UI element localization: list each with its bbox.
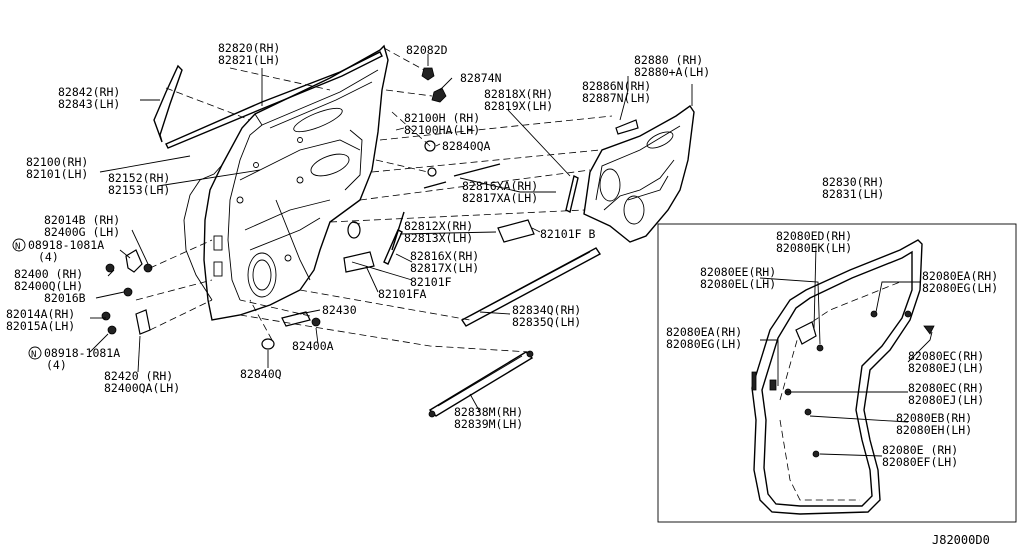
label-82821: 82821(LH) <box>218 53 280 67</box>
label-4b: (4) <box>46 358 67 372</box>
label-82840QA: 82840QA <box>442 139 491 153</box>
label-82831: 82831(LH) <box>822 187 884 201</box>
svg-text:N: N <box>31 350 36 360</box>
weatherstrips <box>428 247 602 418</box>
svg-text:N: N <box>15 242 20 252</box>
label-82100: 82100(RH) <box>26 155 88 169</box>
label-82080EB: 82080EB(RH) <box>896 411 972 425</box>
label-82080EF: 82080EF(LH) <box>882 455 958 469</box>
label-82080EC1: 82080EC(RH) <box>908 349 984 363</box>
label-82080E: 82080E (RH) <box>882 443 958 457</box>
label-82101FA: 82101FA <box>378 287 427 301</box>
hinge-and-stop-parts <box>101 249 321 350</box>
guide-lines <box>135 47 613 353</box>
label-82080EA2: 82080EA(RH) <box>666 325 742 339</box>
label-82817XA: 82817XA(LH) <box>462 191 538 205</box>
n-marker-2: N <box>28 346 42 360</box>
label-08918b: 08918-1081A <box>44 346 120 360</box>
label-82839M: 82839M(LH) <box>454 417 523 431</box>
label-82080EG2: 82080EG(LH) <box>666 337 742 351</box>
label-82100H: 82100H (RH) <box>404 111 480 125</box>
label-82816XA: 82816XA(RH) <box>462 179 538 193</box>
label-82014A: 82014A(RH) <box>6 307 75 321</box>
label-82080ED: 82080ED(RH) <box>776 229 852 243</box>
label-82842: 82842(RH) <box>58 85 120 99</box>
label-82080EG1: 82080EG(LH) <box>922 281 998 295</box>
diagram-id: J82000D0 <box>932 533 990 547</box>
label-82420: 82420 (RH) <box>104 369 173 383</box>
label-82080EL: 82080EL(LH) <box>700 277 776 291</box>
label-82080EJ1: 82080EJ(LH) <box>908 361 984 375</box>
label-82843: 82843(LH) <box>58 97 120 111</box>
label-82101F: 82101F <box>410 275 452 289</box>
label-82082D: 82082D <box>406 43 448 57</box>
label-82014B: 82014B (RH) <box>44 213 120 227</box>
label-82840Q: 82840Q <box>240 367 282 381</box>
label-82816X: 82816X(RH) <box>410 249 479 263</box>
label-82080EC2: 82080EC(RH) <box>908 381 984 395</box>
label-82813X: 82813X(LH) <box>404 231 473 245</box>
label-82835Q: 82835Q(LH) <box>512 315 581 329</box>
label-82153: 82153(LH) <box>108 183 170 197</box>
sash-moulding <box>153 51 383 149</box>
label-82817X: 82817X(LH) <box>410 261 479 275</box>
label-82830: 82830(RH) <box>822 175 884 189</box>
label-82400A: 82400A <box>292 339 334 353</box>
label-82101: 82101(LH) <box>26 167 88 181</box>
label-82015A: 82015A(LH) <box>6 319 75 333</box>
label-82887N: 82887N(LH) <box>582 91 651 105</box>
label-82080EA1: 82080EA(RH) <box>922 269 998 283</box>
label-82400: 82400 (RH) <box>14 267 83 281</box>
n-marker-1: N <box>12 238 26 252</box>
label-82080EH: 82080EH(LH) <box>896 423 972 437</box>
label-82880: 82880 (RH) <box>634 53 703 67</box>
door-trim-panel <box>565 105 695 243</box>
label-82400Q: 82400Q(LH) <box>14 279 83 293</box>
label-82080EE: 82080EE(RH) <box>700 265 776 279</box>
part-labels: 82820(RH) 82821(LH) 82082D 82874N 82842(… <box>6 41 998 547</box>
label-82886N: 82886N(RH) <box>582 79 651 93</box>
label-82100HA: 82100HA(LH) <box>404 123 480 137</box>
label-08918a: 08918-1081A <box>28 238 104 252</box>
label-82880A: 82880+A(LH) <box>634 65 710 79</box>
label-82400G: 82400G (LH) <box>44 225 120 239</box>
label-82080EK: 82080EK(LH) <box>776 241 852 255</box>
label-82838M: 82838M(RH) <box>454 405 523 419</box>
label-82819X: 82819X(LH) <box>484 99 553 113</box>
label-82874N: 82874N <box>460 71 502 85</box>
label-82400QA: 82400QA(LH) <box>104 381 180 395</box>
label-82430: 82430 <box>322 303 357 317</box>
label-4a: (4) <box>38 250 59 264</box>
leader-lines <box>89 54 933 457</box>
label-82101FB: 82101F B <box>540 227 595 241</box>
label-82080EJ2: 82080EJ(LH) <box>908 393 984 407</box>
label-82812X: 82812X(RH) <box>404 219 473 233</box>
label-82820: 82820(RH) <box>218 41 280 55</box>
label-82152: 82152(RH) <box>108 171 170 185</box>
inset-box <box>657 223 1017 523</box>
label-82818X: 82818X(RH) <box>484 87 553 101</box>
label-82834Q: 82834Q(RH) <box>512 303 581 317</box>
door-shell <box>183 44 389 321</box>
label-82016B: 82016B <box>44 291 86 305</box>
